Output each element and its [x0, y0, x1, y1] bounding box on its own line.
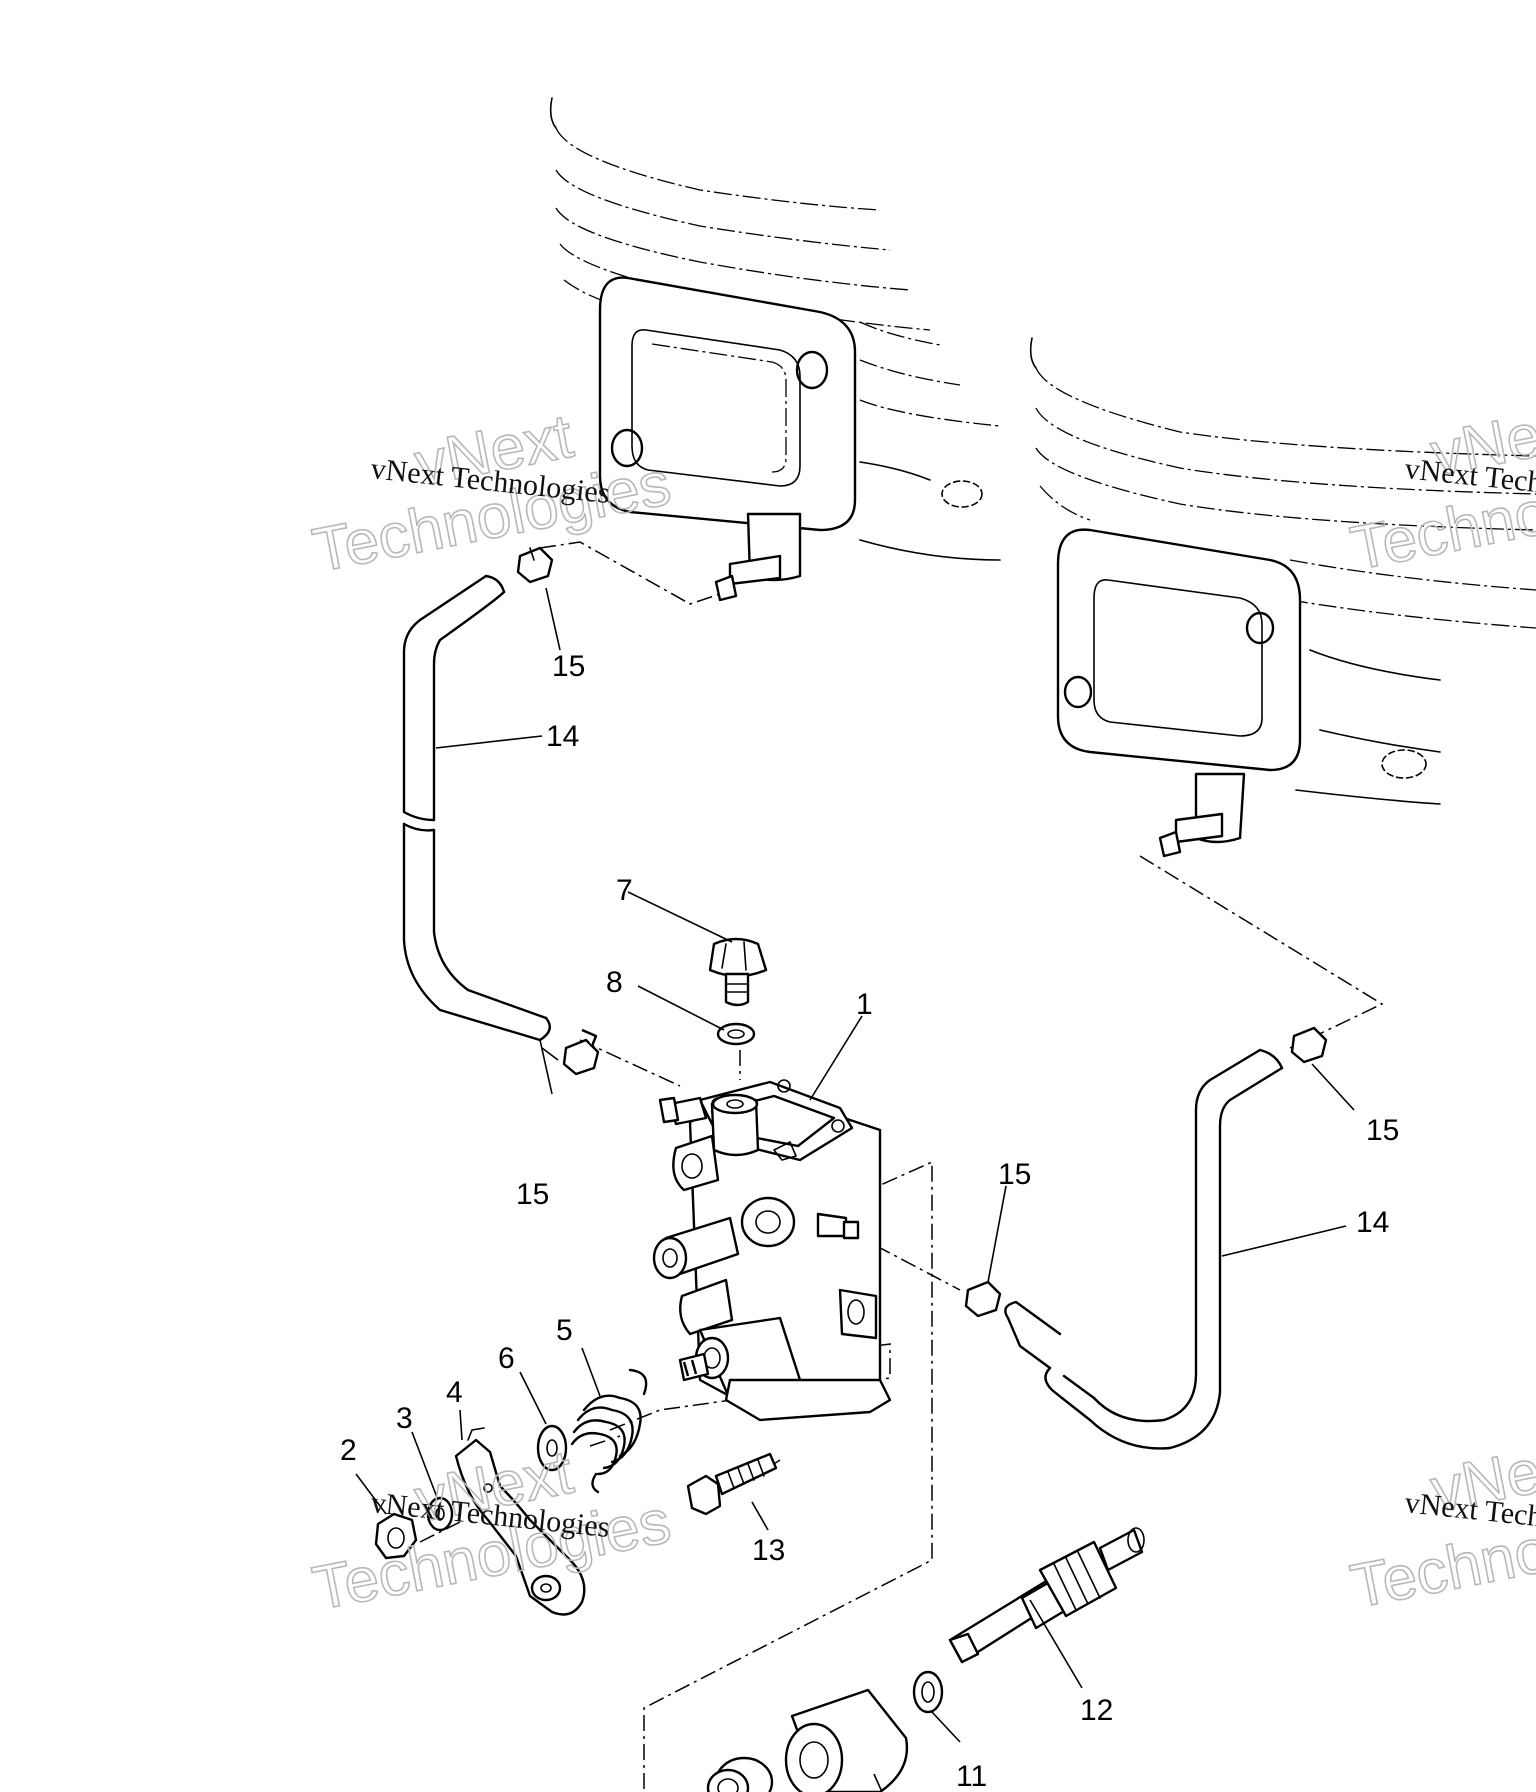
callout-15-right: 15 — [1366, 1114, 1399, 1147]
banjo-bolt — [708, 937, 768, 1007]
sealing-washer — [716, 1022, 756, 1046]
callout-1: 1 — [856, 988, 873, 1021]
callout-3: 3 — [396, 1402, 413, 1435]
left-cylinder — [549, 97, 1001, 602]
callout-15-upper-left: 15 — [552, 650, 585, 683]
callout-2: 2 — [340, 1434, 357, 1467]
callout-11: 11 — [956, 1760, 987, 1792]
callout-12: 12 — [1080, 1694, 1113, 1727]
callout-15-lower-left: 15 — [516, 1178, 549, 1211]
oil-pump — [652, 1079, 892, 1422]
callout-13: 13 — [752, 1534, 785, 1567]
right-cylinder — [1029, 337, 1536, 858]
thrust-washer — [912, 1670, 944, 1714]
callout-14-right: 14 — [1356, 1206, 1389, 1239]
lock-washer — [426, 1496, 454, 1532]
leader-lines — [355, 587, 1355, 1792]
callout-labels: 1 2 3 4 5 6 7 8 11 12 13 14 14 15 15 15 … — [340, 650, 1399, 1792]
callout-5: 5 — [556, 1314, 573, 1347]
hex-nut — [374, 1512, 418, 1560]
oil-hose-left — [402, 574, 552, 1042]
callout-8: 8 — [606, 966, 623, 999]
callout-7: 7 — [616, 874, 633, 907]
washer — [536, 1424, 568, 1472]
callout-15-middle: 15 — [998, 1158, 1031, 1191]
hose-clamp — [516, 546, 1328, 1318]
return-spring — [570, 1368, 648, 1494]
callout-6: 6 — [498, 1342, 515, 1375]
callout-4: 4 — [446, 1376, 463, 1409]
control-lever — [454, 1427, 586, 1616]
callout-14-left: 14 — [546, 720, 579, 753]
drive-shaft-gear — [948, 1527, 1145, 1664]
drive-bushing — [706, 1688, 909, 1792]
mounting-screw — [686, 1452, 778, 1516]
oil-hose-right — [1004, 1048, 1284, 1450]
